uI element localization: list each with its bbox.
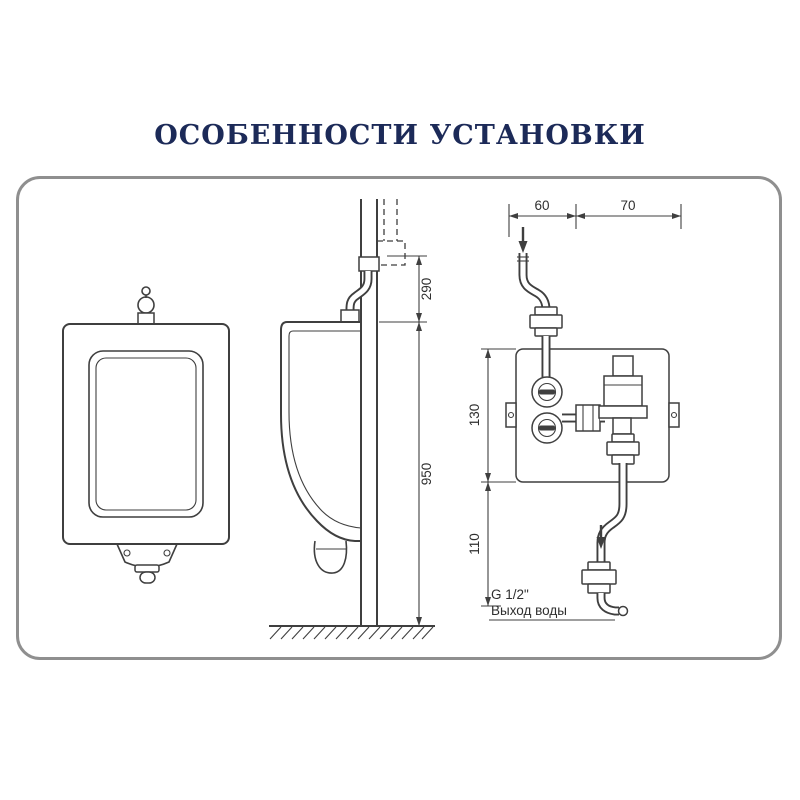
flush-valve-assembly: 60 70 — [467, 198, 682, 621]
dim-label-290: 290 — [419, 278, 434, 301]
concealed-flush-valve — [340, 199, 406, 323]
dimension-130: 130 — [467, 348, 516, 483]
sensor-icon — [137, 286, 155, 325]
outlet-caption-label: Выход воды — [491, 603, 567, 618]
installation-drawing: 290 950 60 — [62, 198, 682, 640]
inlet-pipe — [517, 253, 563, 377]
dimension-950: 950 — [416, 322, 434, 626]
dimension-60: 60 — [508, 198, 577, 237]
urinal-front-view — [62, 286, 230, 584]
solenoid-valve — [598, 355, 648, 435]
dim-label-70: 70 — [620, 198, 635, 213]
mounting-tab-left — [505, 402, 517, 428]
dim-label-60: 60 — [534, 198, 549, 213]
dimension-110: 110 — [467, 482, 501, 607]
dimension-290: 290 — [379, 255, 434, 323]
outlet-labels: G 1/2" Выход воды — [489, 587, 615, 621]
urinal-side-view — [280, 321, 362, 574]
shutoff-valve-heads — [531, 376, 563, 444]
diagram-panel: 290 950 60 — [16, 176, 782, 660]
dim-label-130: 130 — [467, 404, 482, 427]
dim-label-110: 110 — [467, 533, 482, 555]
urinal-drain — [115, 543, 179, 584]
flow-arrow-inlet — [518, 227, 528, 253]
mounting-tab-right — [668, 402, 680, 428]
flow-arrow-outlet — [596, 525, 606, 549]
outlet-thread-label: G 1/2" — [491, 587, 529, 602]
dim-label-950: 950 — [419, 463, 434, 486]
ground-hatch — [269, 625, 435, 640]
dimension-70: 70 — [576, 198, 682, 229]
page-title: ОСОБЕННОСТИ УСТАНОВКИ — [154, 120, 646, 151]
